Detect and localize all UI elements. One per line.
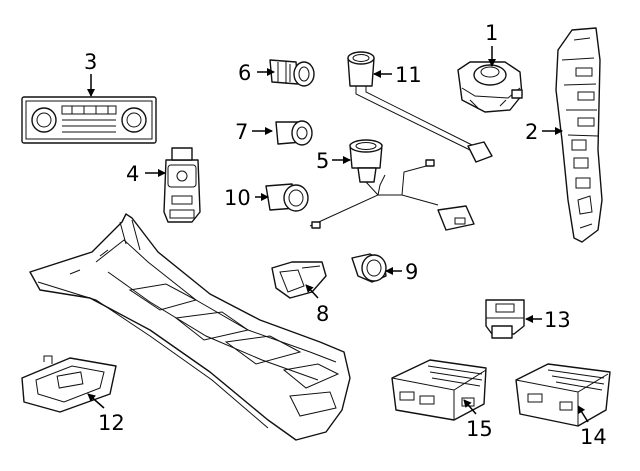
part-14-storage-tray bbox=[515, 363, 611, 427]
callout-11: 11 bbox=[395, 63, 422, 87]
callout-6: 6 bbox=[238, 61, 251, 85]
callout-13: 13 bbox=[544, 308, 571, 332]
callout-1: 1 bbox=[485, 21, 498, 45]
callout-labels: 1 2 3 4 5 6 7 8 9 10 11 12 13 14 15 bbox=[84, 21, 607, 449]
part-13-switch bbox=[485, 299, 525, 339]
part-12-charging-pad bbox=[21, 355, 117, 413]
callout-8: 8 bbox=[316, 302, 329, 326]
callout-4: 4 bbox=[126, 162, 139, 186]
part-9-socket bbox=[351, 253, 387, 283]
callout-9: 9 bbox=[405, 260, 418, 284]
callout-12: 12 bbox=[98, 411, 125, 435]
callout-14: 14 bbox=[580, 425, 607, 449]
callout-3: 3 bbox=[84, 50, 97, 74]
leader-lines bbox=[87, 46, 589, 423]
part-11-socket-cable bbox=[347, 51, 493, 163]
part-1-controller-knob bbox=[457, 61, 523, 113]
part-3-climate-control-panel bbox=[21, 96, 157, 144]
callout-5: 5 bbox=[316, 149, 329, 173]
callout-10: 10 bbox=[224, 186, 251, 210]
part-8-socket-housing bbox=[271, 261, 327, 299]
callout-7: 7 bbox=[235, 120, 248, 144]
part-6-connector bbox=[269, 59, 315, 87]
part-7-socket bbox=[275, 120, 313, 146]
callout-2: 2 bbox=[525, 120, 538, 144]
part-15-storage-tray bbox=[391, 359, 487, 421]
callout-15: 15 bbox=[466, 417, 493, 441]
center-console bbox=[29, 213, 351, 441]
part-4-parking-brake-switch bbox=[163, 147, 201, 223]
part-5-socket-wiring-harness bbox=[309, 139, 475, 231]
part-10-socket bbox=[265, 183, 309, 212]
part-2-switch-panel bbox=[555, 27, 603, 243]
